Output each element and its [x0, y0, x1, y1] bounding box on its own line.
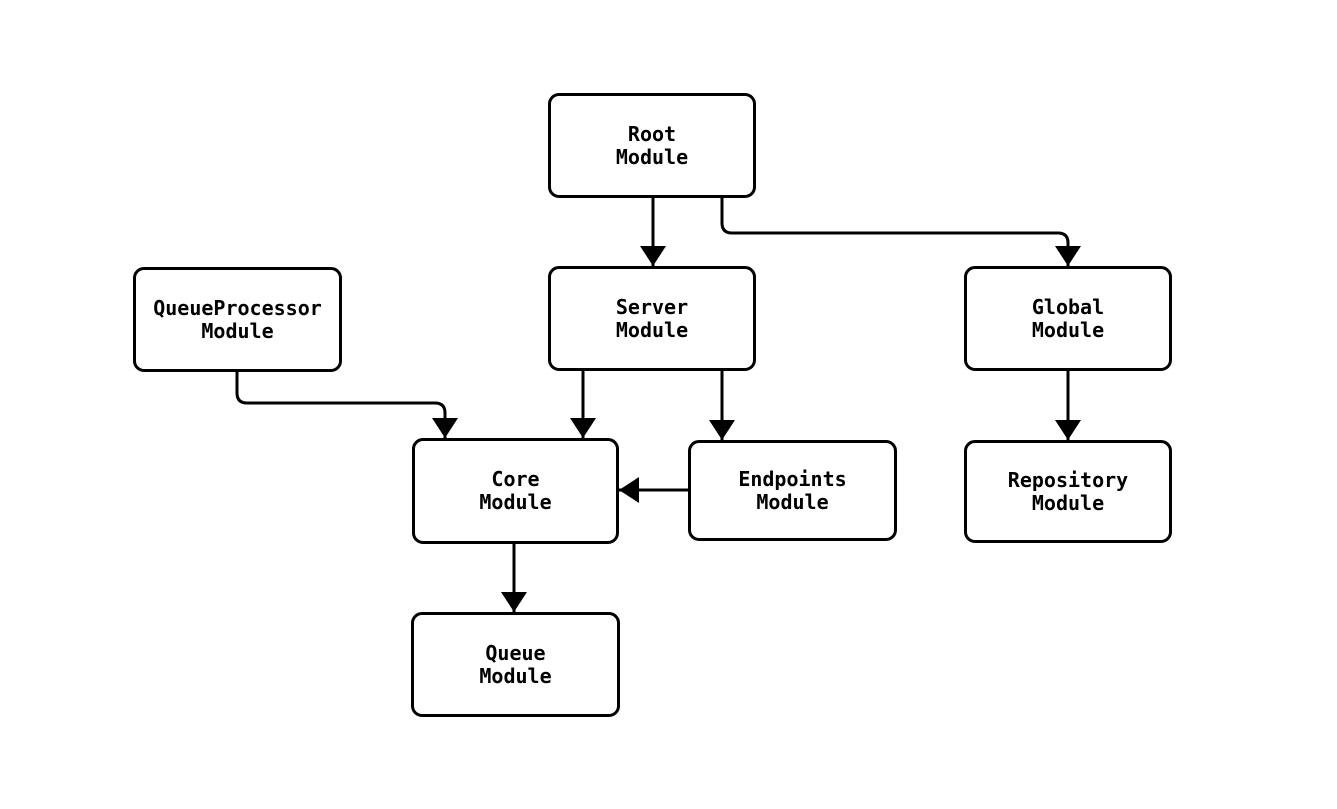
node-repository-module: Repository Module: [964, 440, 1172, 543]
node-server-module: Server Module: [548, 266, 756, 371]
node-label-line1: QueueProcessor: [153, 295, 322, 320]
node-label-line1: Queue: [485, 640, 546, 665]
node-label: Global Module: [1031, 294, 1105, 342]
node-label: QueueProcessor Module: [153, 295, 322, 343]
node-core-module: Core Module: [412, 438, 619, 544]
edge-queueProcessor-to-core: [235, 372, 458, 438]
node-global-module: Global Module: [964, 266, 1172, 371]
node-root-module: Root Module: [548, 93, 756, 198]
node-label-line1: Core: [491, 467, 540, 491]
node-label-line1: Endpoints: [738, 466, 847, 491]
node-label-line2: Module: [615, 144, 689, 169]
node-endpoints-module: Endpoints Module: [688, 440, 897, 541]
node-label: Core Module: [479, 468, 551, 514]
edge-root-to-global: [720, 198, 1081, 266]
node-label-line2: Module: [615, 317, 689, 342]
node-label: Root Module: [615, 121, 689, 169]
node-label-line2: Module: [201, 318, 274, 343]
node-label: Repository Module: [1007, 467, 1129, 515]
node-label: Queue Module: [479, 640, 552, 688]
node-queueprocessor-module: QueueProcessor Module: [133, 267, 342, 372]
node-label-line1: Repository: [1007, 467, 1129, 492]
node-label-line2: Module: [756, 489, 829, 514]
node-label-line1: Root: [627, 121, 677, 146]
node-label: Endpoints Module: [738, 466, 847, 514]
node-label-line2: Module: [479, 490, 552, 514]
node-label-line2: Module: [479, 663, 552, 688]
node-label: Server Module: [615, 294, 689, 342]
node-label-line1: Global: [1031, 294, 1105, 319]
node-label-line1: Server: [615, 294, 689, 319]
node-queue-module: Queue Module: [411, 612, 620, 717]
node-label-line2: Module: [1031, 317, 1105, 342]
node-label-line2: Module: [1031, 490, 1105, 515]
